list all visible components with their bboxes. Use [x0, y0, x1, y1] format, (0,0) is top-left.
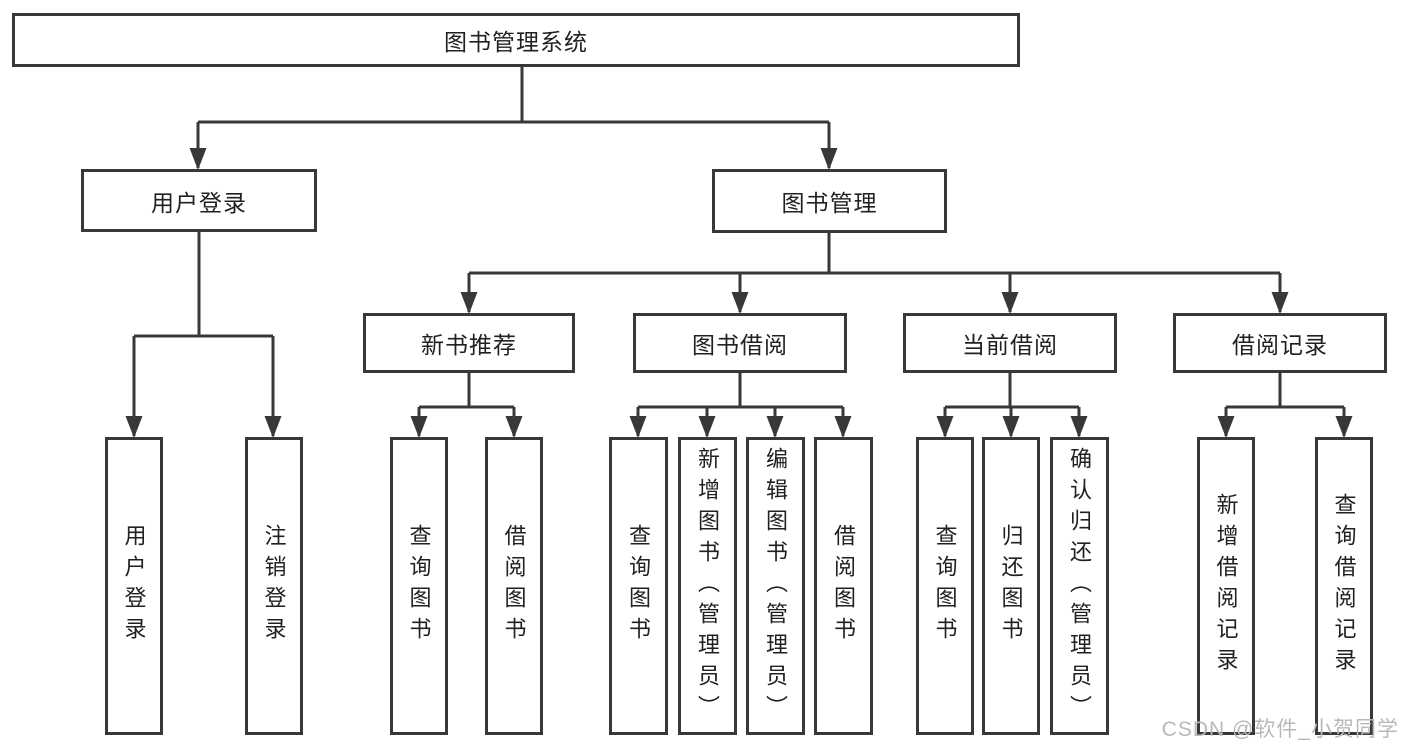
arrow-down-icon [264, 416, 282, 438]
watermark: CSDN @软件_小贺同学 [1161, 718, 1399, 741]
arrow-down-icon [505, 416, 523, 438]
leaf-records-add-borrow-record: 新增借阅记录 [1197, 437, 1255, 735]
node-borrowing-records: 借阅记录 [1173, 313, 1387, 373]
node-book-borrowing: 图书借阅 [633, 313, 847, 373]
arrow-down-icon [698, 416, 716, 438]
arrow-down-icon [731, 292, 749, 314]
node-current-borrowing: 当前借阅 [903, 313, 1117, 373]
node-label: 查询图书 [932, 524, 958, 648]
node-label: 查询图书 [406, 524, 432, 648]
arrow-down-icon [1002, 416, 1020, 438]
node-label: 新增图书（管理员） [695, 446, 721, 726]
node-label: 借阅图书 [501, 524, 527, 648]
leaf-records-query-borrow-record: 查询借阅记录 [1315, 437, 1373, 735]
node-book-management: 图书管理 [712, 169, 947, 233]
arrow-down-icon [834, 416, 852, 438]
node-label: 查询图书 [626, 524, 652, 648]
leaf-borrowing-edit-books-admin: 编辑图书（管理员） [746, 437, 805, 735]
node-label: 新书推荐 [421, 332, 517, 358]
node-label: 图书借阅 [692, 332, 788, 358]
leaf-current-query-books: 查询图书 [916, 437, 974, 735]
leaf-logout: 注销登录 [245, 437, 303, 735]
arrow-down-icon [1217, 416, 1235, 438]
arrow-down-icon [766, 416, 784, 438]
connector-root-to-level2 [196, 67, 831, 168]
leaf-current-confirm-return-admin: 确认归还（管理员） [1050, 437, 1109, 735]
leaf-recommend-query-books: 查询图书 [390, 437, 448, 735]
arrow-down-icon [410, 416, 428, 438]
connector-borrowing-branch [636, 373, 845, 436]
arrow-down-icon [1070, 416, 1088, 438]
leaf-borrowing-query-books: 查询图书 [609, 437, 668, 735]
leaf-borrowing-borrow-books: 借阅图书 [814, 437, 873, 735]
arrow-down-icon [1001, 292, 1019, 314]
arrow-down-icon [936, 416, 954, 438]
node-label: 编辑图书（管理员） [763, 446, 789, 726]
node-label: 用户登录 [121, 524, 147, 648]
leaf-user-login: 用户登录 [105, 437, 163, 735]
arrow-down-icon [1271, 292, 1289, 314]
connector-records-branch [1224, 373, 1346, 436]
node-label: 确认归还（管理员） [1067, 446, 1093, 726]
arrow-down-icon [820, 148, 838, 170]
connector-user-login-branch [132, 232, 275, 436]
arrow-down-icon [460, 292, 478, 314]
node-label: 注销登录 [261, 524, 287, 648]
connector-book-management-branch [467, 233, 1282, 312]
arrow-down-icon [1335, 416, 1353, 438]
node-label: 查询借阅记录 [1331, 493, 1357, 679]
node-label: 图书管理系统 [444, 29, 588, 55]
node-new-book-recommendation: 新书推荐 [363, 313, 575, 373]
arrow-down-icon [629, 416, 647, 438]
leaf-recommend-borrow-books: 借阅图书 [485, 437, 543, 735]
node-label: 图书管理 [781, 190, 878, 216]
node-label: 借阅记录 [1232, 332, 1328, 358]
arrow-down-icon [189, 148, 207, 170]
leaf-borrowing-add-books-admin: 新增图书（管理员） [678, 437, 737, 735]
node-label: 用户登录 [151, 189, 247, 216]
node-label: 归还图书 [998, 524, 1024, 648]
node-library-management-system: 图书管理系统 [12, 13, 1020, 67]
arrow-down-icon [125, 416, 143, 438]
leaf-current-return-books: 归还图书 [982, 437, 1040, 735]
node-label: 当前借阅 [962, 332, 1058, 358]
connector-recommend-branch [417, 373, 516, 436]
node-label: 新增借阅记录 [1213, 493, 1239, 679]
node-label: 借阅图书 [831, 524, 857, 648]
node-user-login: 用户登录 [81, 169, 317, 232]
